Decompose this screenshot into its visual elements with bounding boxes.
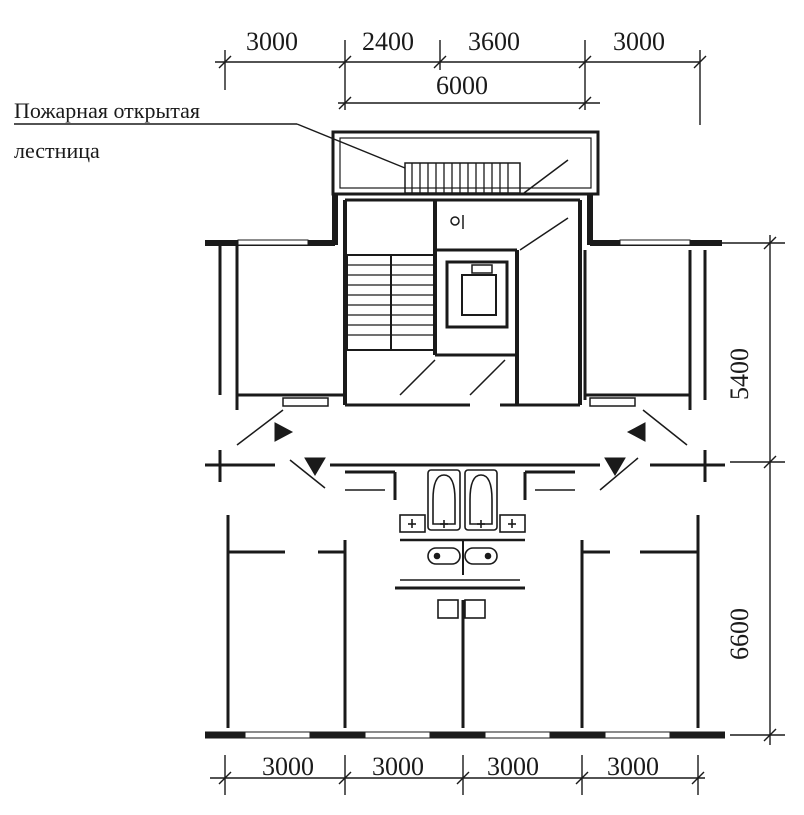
dim-bottom-1: 3000: [262, 752, 314, 781]
top-dimension-chain: [215, 40, 707, 125]
dim-bottom-3: 3000: [487, 752, 539, 781]
right-dimension-chain: [720, 235, 785, 745]
bottom-exterior-wall: [205, 731, 725, 739]
upper-exterior-walls: [205, 239, 722, 410]
annotation-line-2: лестница: [14, 138, 100, 163]
internal-stair: [346, 254, 436, 351]
lower-apartment-walls: [226, 470, 700, 728]
dim-bottom-4: 3000: [607, 752, 659, 781]
dim-right-lower: 6600: [725, 608, 754, 660]
top-sub-dimension: [338, 96, 600, 110]
bathroom-fixtures: [399, 469, 526, 619]
dim-top-2: 2400: [362, 27, 414, 56]
fire-escape-stair: [331, 130, 600, 196]
dim-right-upper: 5400: [725, 348, 754, 400]
corridor-walls: [205, 450, 725, 482]
bottom-dimension-chain: [210, 755, 705, 795]
elevator-shaft: [445, 260, 509, 329]
annotation-leader: [296, 123, 406, 169]
dim-top-4: 3000: [613, 27, 665, 56]
dim-top-1: 3000: [246, 27, 298, 56]
annotation-line-1: Пожарная открытая: [14, 98, 200, 123]
dim-top-sub: 6000: [436, 71, 488, 100]
corridor-entrances: [236, 409, 688, 491]
small-fixture-icon: [450, 215, 464, 229]
dim-bottom-2: 3000: [372, 752, 424, 781]
dim-top-3: 3600: [468, 27, 520, 56]
